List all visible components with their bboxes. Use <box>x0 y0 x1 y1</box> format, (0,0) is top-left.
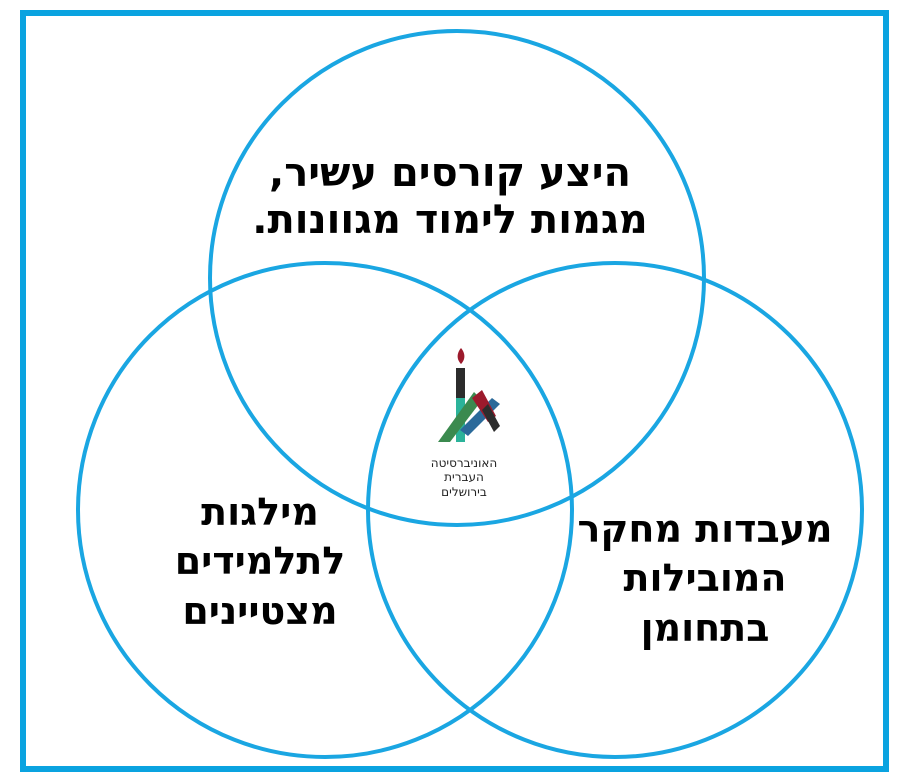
center-logo: האוניברסיטה העברית בירושלים <box>404 340 524 510</box>
circle-left-line-3: מצטיינים <box>182 588 338 633</box>
hebrew-university-logo-icon <box>438 348 500 442</box>
circle-right-line-1: מעבדות מחקר <box>577 507 833 551</box>
circle-right-label: מעבדות מחקר המובילות בתחומן <box>545 505 865 653</box>
circle-top-label: היצע קורסים עשיר, מגמות לימוד מגוונות. <box>200 150 700 244</box>
circle-top-line-2: מגמות לימוד מגוונות. <box>252 197 648 244</box>
logo-caption-line-1: האוניברסיטה <box>430 456 498 470</box>
diagram-frame <box>20 10 889 772</box>
logo-caption: האוניברסיטה העברית בירושלים <box>404 456 524 499</box>
circle-right-line-3: בתחומן <box>640 605 770 650</box>
circle-right-line-2: המובילות <box>623 556 787 601</box>
circle-left-line-1: מילגות <box>201 490 319 534</box>
circle-left-label: מילגות לתלמידים מצטיינים <box>135 488 385 636</box>
circle-left-line-2: לתלמידים <box>174 539 346 584</box>
logo-caption-line-2: העברית <box>444 470 484 485</box>
logo-caption-line-3: בירושלים <box>441 484 487 499</box>
circle-top-line-1: היצע קורסים עשיר, <box>269 150 631 196</box>
circle-right <box>366 261 864 759</box>
circle-left <box>76 261 574 759</box>
